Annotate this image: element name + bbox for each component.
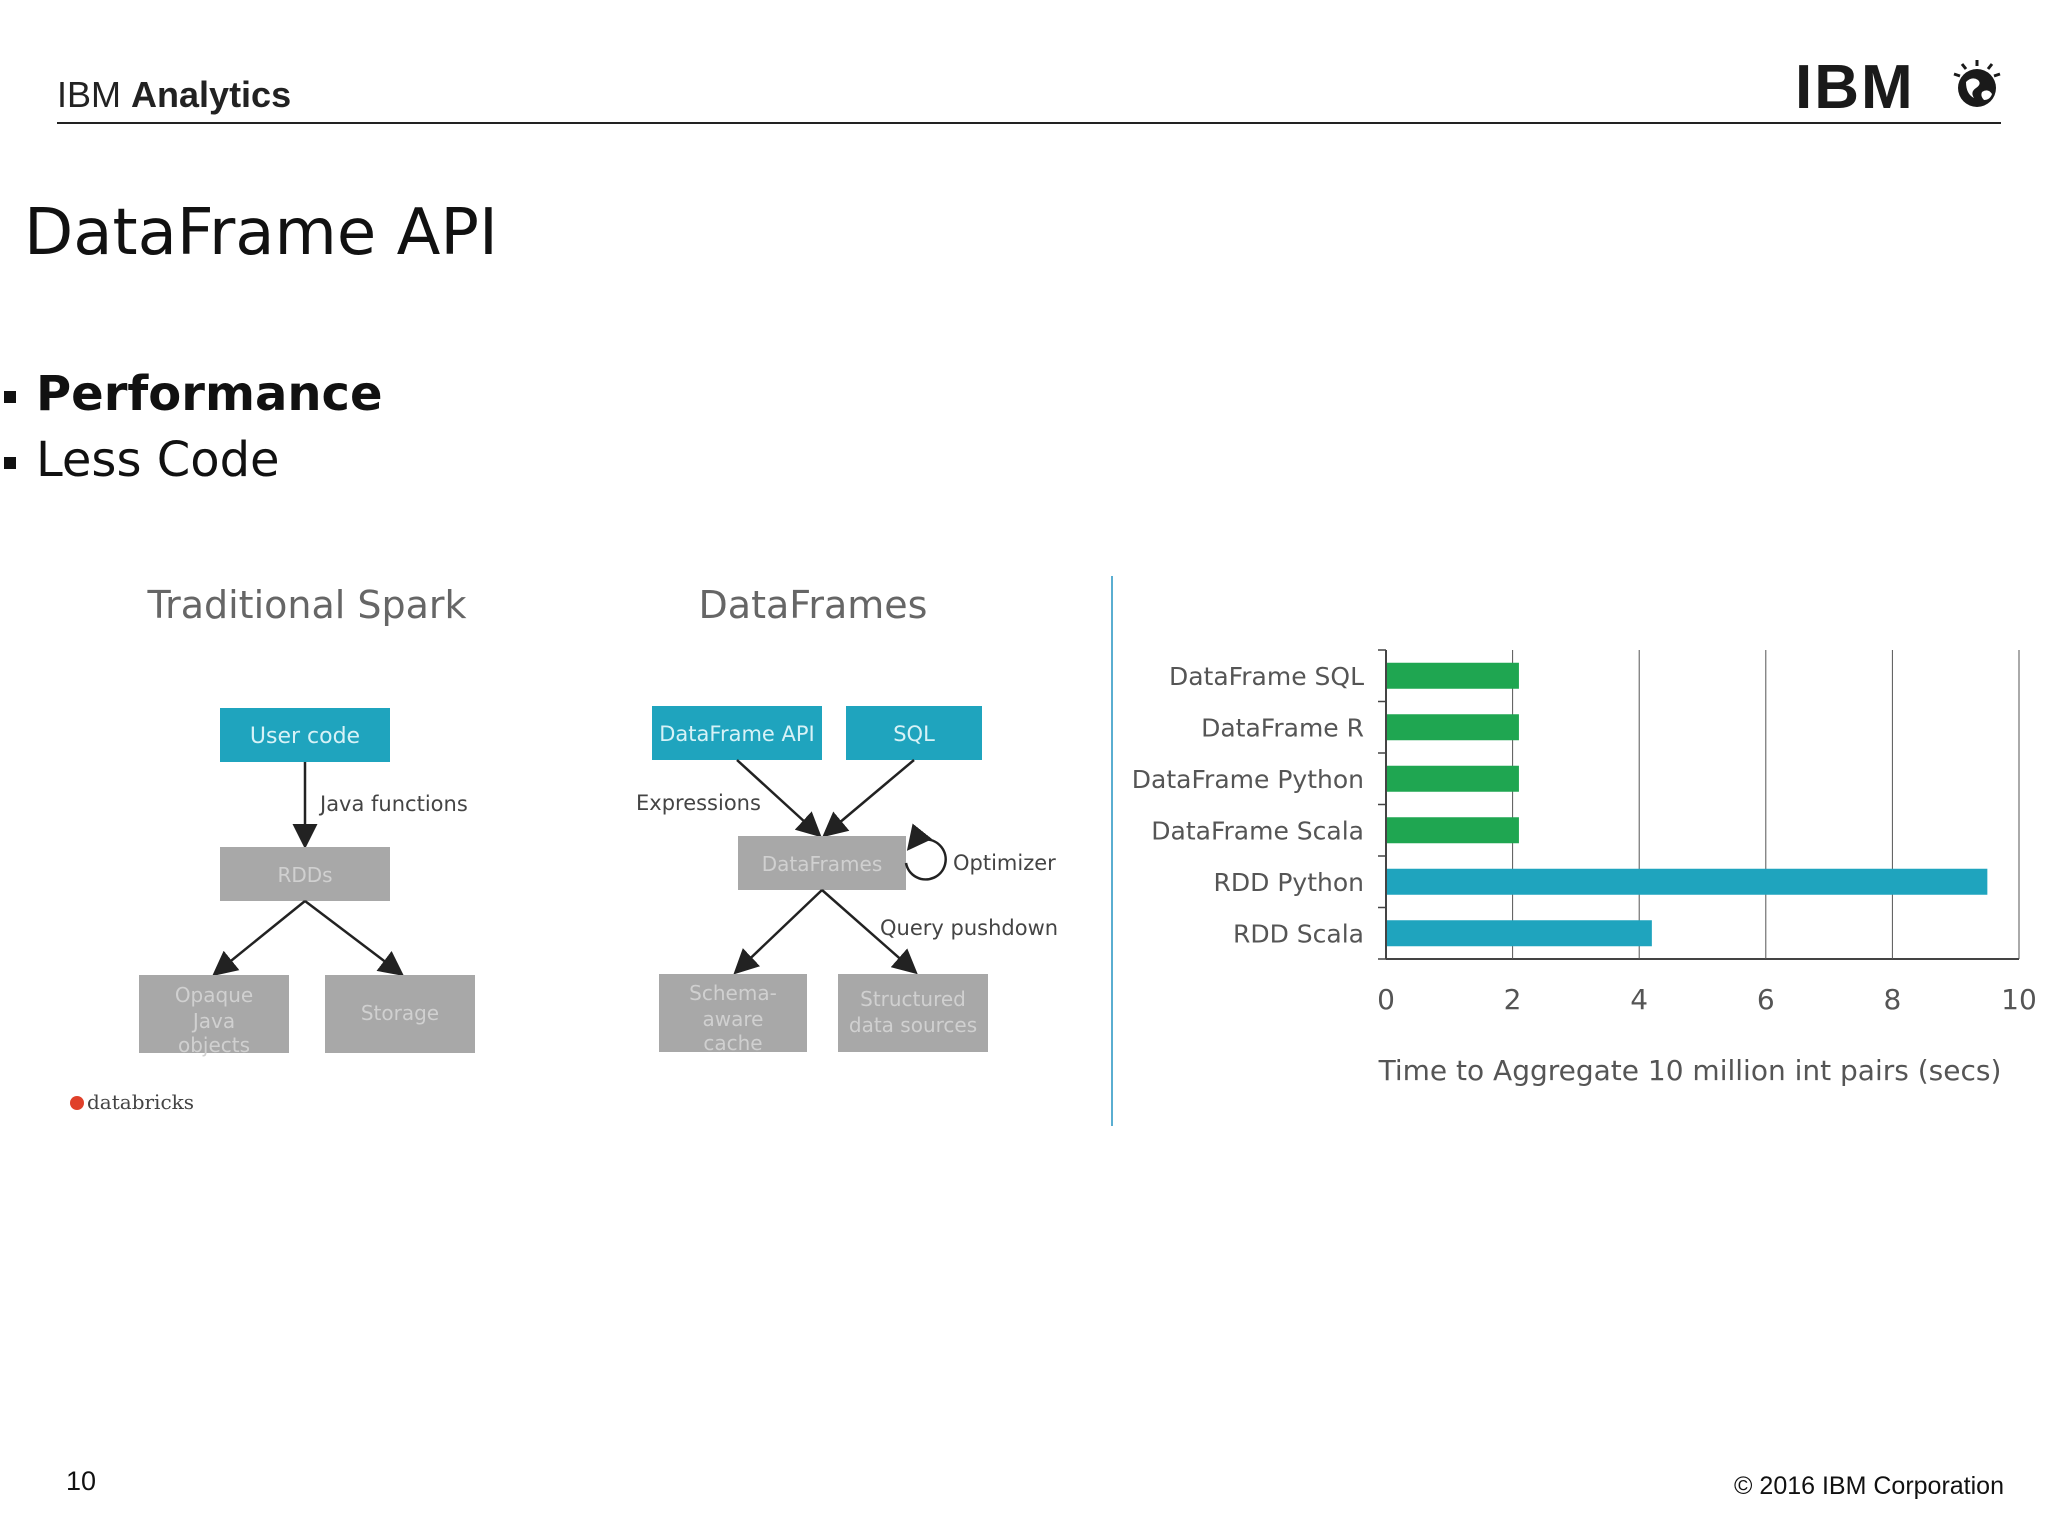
chart-tick-label: 10: [2001, 983, 2037, 1016]
architecture-diagrams: Traditional Spark User code Java functio…: [139, 583, 1058, 1057]
box-structured-line2: data sources: [849, 1013, 977, 1037]
bullet-text: Performance: [36, 366, 383, 422]
box-schema-line2: aware: [703, 1007, 764, 1031]
bullet-square-icon: [4, 457, 16, 469]
box-schema-line3: cache: [703, 1031, 762, 1055]
edge-label-java-functions: Java functions: [318, 792, 468, 816]
databricks-logo: databricks: [70, 1090, 194, 1114]
chart-category-label: DataFrame Python: [1132, 765, 1364, 794]
chart-bars: [1387, 662, 1988, 947]
bar-chart: DataFrame SQL DataFrame R DataFrame Python…: [1132, 649, 2037, 1087]
box-rdds-label: RDDs: [277, 863, 332, 887]
chart-category-label: DataFrame R: [1201, 713, 1364, 742]
chart-bar: [1387, 920, 1652, 947]
chart-tick-label: 6: [1757, 983, 1775, 1016]
page-number: 10: [66, 1466, 97, 1496]
chart-bar: [1387, 662, 1519, 689]
arrow-rdds-to-objects: [212, 900, 306, 977]
optimizer-loop-icon: [904, 823, 947, 881]
box-structured-line1: Structured: [860, 987, 966, 1011]
box-dataframes: [738, 836, 906, 890]
bullet-square-icon: [4, 391, 16, 403]
box-user-code: [220, 708, 390, 762]
arrow-rdds-to-storage: [304, 900, 404, 977]
chart-category-label: DataFrame SQL: [1169, 662, 1364, 691]
chart-bar: [1387, 868, 1988, 895]
chart-tick-labels: 0 2 4 6 8 10: [1377, 983, 2037, 1016]
box-opaque-line2: Java: [191, 1009, 235, 1033]
chart-tick-label: 2: [1504, 983, 1522, 1016]
bullet-less-code: Less Code: [0, 432, 280, 488]
box-dataframe-api-label: DataFrame API: [659, 722, 814, 746]
box-sql-label: SQL: [893, 722, 935, 746]
databricks-dot-icon: [70, 1096, 84, 1110]
diagram-title-dataframes: DataFrames: [699, 583, 928, 627]
ibm-logo: IBM: [1795, 53, 1915, 122]
box-user-code-label: User code: [250, 724, 360, 749]
chart-tick-label: 4: [1630, 983, 1648, 1016]
chart-category-label: RDD Scala: [1233, 919, 1364, 948]
chart-category-labels: DataFrame SQL DataFrame R DataFrame Python…: [1132, 662, 1364, 949]
arrow-dataframes-to-cache: [733, 889, 823, 975]
box-dataframe-api: [652, 706, 822, 760]
chart-category-label: RDD Python: [1214, 868, 1364, 897]
chart-xlabel: Time to Aggregate 10 million int pairs (…: [1378, 1054, 2002, 1087]
box-opaque-objects: [139, 975, 289, 1053]
chart-bar: [1387, 714, 1519, 741]
diagram-title-traditional: Traditional Spark: [146, 583, 466, 627]
label-optimizer: Optimizer: [953, 851, 1056, 875]
box-storage-label: Storage: [361, 1001, 439, 1025]
bullet-performance: Performance: [0, 366, 383, 422]
arrow-api-to-dataframes: [736, 759, 822, 838]
chart-tick-label: 8: [1883, 983, 1901, 1016]
box-opaque-line1: Opaque: [175, 983, 253, 1007]
chart-bar: [1387, 817, 1519, 844]
brand-prefix: IBM: [57, 74, 122, 115]
brand-title: IBM Analytics: [57, 74, 291, 116]
chart-bar: [1387, 765, 1519, 792]
box-rdds: [220, 847, 390, 901]
box-structured-sources: [838, 974, 988, 1052]
box-schema-cache: [659, 974, 807, 1052]
slide-title: DataFrame API: [24, 196, 498, 270]
chart-tick-label: 0: [1377, 983, 1395, 1016]
arrow-dataframes-to-sources: [821, 889, 918, 975]
databricks-text: databricks: [87, 1090, 195, 1114]
brand-bold: Analytics: [131, 74, 292, 115]
box-schema-line1: Schema-: [689, 981, 777, 1005]
box-storage: [325, 975, 475, 1053]
chart-category-label: DataFrame Scala: [1151, 816, 1364, 845]
box-opaque-line3: objects: [178, 1033, 250, 1057]
arrow-sql-to-dataframes: [822, 759, 915, 838]
copyright: © 2016 IBM Corporation: [1734, 1472, 2004, 1500]
bullet-text: Less Code: [36, 432, 280, 488]
label-expressions: Expressions: [636, 791, 761, 815]
box-dataframes-label: DataFrames: [762, 852, 883, 876]
vertical-divider: [1111, 576, 1113, 1126]
chart-grid: [1378, 649, 2020, 960]
label-query-pushdown: Query pushdown: [880, 916, 1058, 940]
box-sql: [846, 706, 982, 760]
header-divider: [57, 122, 2001, 124]
globe-icon: [1953, 60, 2001, 107]
